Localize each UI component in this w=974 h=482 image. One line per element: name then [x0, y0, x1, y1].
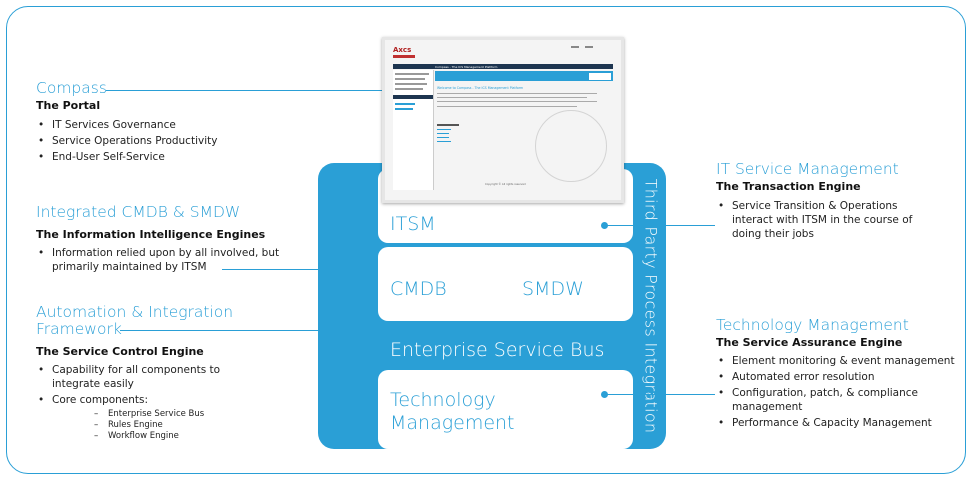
- portal-text-line: [437, 101, 597, 102]
- list-item: Configuration, patch, & compliance manag…: [716, 386, 972, 414]
- tech-subheading: The Service Assurance Engine: [716, 336, 903, 349]
- itsm-subheading: The Transaction Engine: [716, 180, 861, 193]
- cmdb-label: CMDB: [390, 278, 447, 300]
- tech-label-line1: Technology: [390, 389, 496, 411]
- portal-top-link[interactable]: [571, 46, 579, 48]
- portal-link[interactable]: [437, 137, 449, 139]
- esb-label: Enterprise Service Bus: [390, 339, 605, 361]
- core-components-label: Core components:: [52, 394, 149, 406]
- portal-sidebar: [393, 70, 434, 190]
- portal-link[interactable]: [437, 129, 451, 131]
- portal-logo-bar: [393, 55, 415, 58]
- list-item: IT Services Governance: [36, 118, 286, 132]
- cmdb-smdw-bullets: Information relied upon by all involved,…: [36, 246, 304, 276]
- itsm-connector: [605, 225, 715, 226]
- portal-top-link[interactable]: [585, 46, 593, 48]
- compass-connector: [106, 90, 384, 91]
- portal-sidebar-item[interactable]: [395, 88, 423, 90]
- tech-connector: [605, 394, 715, 395]
- portal-link[interactable]: [437, 133, 449, 135]
- cmdb-smdw-heading: Integrated CMDB & SMDW: [36, 203, 241, 221]
- automation-bullets: Capability for all components to integra…: [36, 363, 266, 444]
- portal-header-bar: Compass - The ICS Management Platform: [393, 64, 613, 69]
- itsm-label: ITSM: [390, 213, 436, 235]
- tech-heading: Technology Management: [716, 316, 909, 334]
- portal-sidebar-link[interactable]: [395, 103, 415, 105]
- tech-connector-dot: [601, 391, 608, 398]
- platform-box: ITSM CMDB SMDW Enterprise Service Bus Te…: [318, 163, 666, 449]
- portal-screenshot: Axcs Compass - The ICS Management Platfo…: [382, 37, 624, 203]
- list-item: Enterprise Service Bus: [52, 409, 266, 420]
- compass-bullets: IT Services Governance Service Operation…: [36, 118, 286, 166]
- itsm-heading: IT Service Management: [716, 160, 899, 178]
- third-party-label: Third Party Process Integration: [641, 178, 661, 434]
- portal-header-title: Compass - The ICS Management Platform: [435, 65, 498, 69]
- cmdb-smdw-panel: CMDB SMDW: [378, 247, 633, 321]
- itsm-bullets: Service Transition & Operations interact…: [716, 199, 916, 243]
- list-item: Automated error resolution: [716, 370, 972, 384]
- automation-connector: [120, 330, 351, 331]
- tech-panel: Technology Management: [378, 370, 633, 449]
- itsm-connector-dot: [601, 222, 608, 229]
- core-components-list: Enterprise Service Bus Rules Engine Work…: [52, 409, 266, 442]
- portal-sidebar-item[interactable]: [395, 83, 427, 85]
- compass-subheading: The Portal: [36, 99, 101, 112]
- automation-heading-line1: Automation & Integration: [36, 303, 234, 321]
- portal-sidebar-item[interactable]: [395, 73, 429, 75]
- tech-label-line2: Management: [390, 412, 515, 434]
- portal-welcome: Welcome to Compass - The ICS Management …: [437, 86, 524, 90]
- portal-text-line: [437, 93, 597, 94]
- list-item: Information relied upon by all involved,…: [36, 246, 304, 274]
- list-item: Element monitoring & event management: [716, 354, 972, 368]
- portal-banner-logo: [589, 73, 611, 80]
- portal-sidebar-link[interactable]: [395, 108, 413, 110]
- portal-link[interactable]: [437, 141, 451, 143]
- list-item: Capability for all components to integra…: [36, 363, 266, 391]
- smdw-label: SMDW: [522, 278, 584, 300]
- portal-sidebar-item[interactable]: [395, 78, 425, 80]
- portal-logo: Axcs: [393, 46, 412, 54]
- tech-bullets: Element monitoring & event management Au…: [716, 354, 972, 432]
- automation-subheading: The Service Control Engine: [36, 345, 204, 358]
- portal-subhead: [437, 124, 459, 126]
- list-item: Service Operations Productivity: [36, 134, 286, 148]
- list-item: Core components: Enterprise Service Bus …: [36, 393, 266, 442]
- automation-heading-line2: Framework: [36, 320, 122, 338]
- list-item: End-User Self-Service: [36, 150, 286, 164]
- list-item: Workflow Engine: [52, 431, 266, 442]
- list-item: Performance & Capacity Management: [716, 416, 972, 430]
- compass-heading: Compass: [36, 79, 107, 97]
- portal-text-line: [437, 97, 587, 98]
- list-item: Rules Engine: [52, 420, 266, 431]
- compass-watermark-icon: [535, 110, 607, 182]
- portal-banner: [435, 71, 613, 81]
- outer-frame: [6, 6, 966, 474]
- list-item: Service Transition & Operations interact…: [716, 199, 916, 241]
- portal-sidebar-section: [393, 95, 433, 99]
- portal-footer: Copyright © All rights reserved: [485, 183, 526, 186]
- cmdb-smdw-subheading: The Information Intelligence Engines: [36, 228, 266, 241]
- portal-text-line: [437, 106, 577, 107]
